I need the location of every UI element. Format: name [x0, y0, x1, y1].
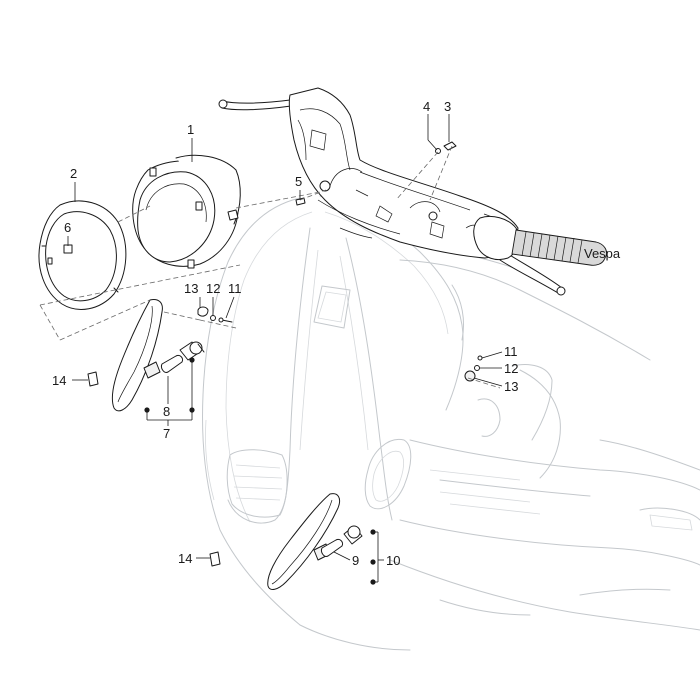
right-screw-set: [464, 355, 483, 382]
callout-2: 2: [70, 166, 77, 181]
callout-12-left: 12: [206, 281, 220, 296]
right-bulb: [321, 539, 343, 557]
callout-4: 4: [423, 99, 430, 114]
callout-11-right: 11: [504, 344, 518, 359]
left-bulb-socket: [179, 341, 205, 361]
left-screw-set: [197, 306, 233, 323]
callout-6: 6: [64, 220, 71, 235]
handlebar-assembly: Vespa: [218, 87, 621, 296]
right-indicator-lens: [267, 493, 341, 590]
callout-8: 8: [163, 404, 170, 419]
left-indicator-lens: [111, 299, 163, 412]
left-adhesive-pad: [87, 371, 99, 387]
grip-brand-text: Vespa: [584, 246, 621, 261]
callout-14-left: 14: [52, 373, 66, 388]
callout-3: 3: [444, 99, 451, 114]
callout-1: 1: [187, 122, 194, 137]
callout-leaders: [67, 114, 503, 585]
callout-7: 7: [163, 426, 170, 441]
right-bulb-socket: [343, 525, 363, 545]
headlamp-trim-ring: [38, 200, 127, 310]
callout-9: 9: [352, 553, 359, 568]
callout-13-right: 13: [504, 379, 518, 394]
callout-13-left: 13: [184, 281, 198, 296]
callout-5: 5: [295, 174, 302, 189]
scooter-body-ghost: [202, 195, 700, 651]
callout-10: 10: [386, 553, 400, 568]
callout-14-right: 14: [178, 551, 192, 566]
left-bulb: [161, 355, 183, 373]
callout-numbers: 1 2 3 4 5 6 7 8 9 10 11 12 13 11 12 13 1…: [52, 99, 518, 568]
handlebar-screws: [295, 141, 457, 206]
headlamp-unit: [132, 154, 241, 269]
right-adhesive-pad: [209, 551, 221, 567]
assembly-guide-lines: [39, 145, 501, 389]
callout-12-right: 12: [504, 361, 518, 376]
callout-11-left: 11: [228, 281, 242, 296]
